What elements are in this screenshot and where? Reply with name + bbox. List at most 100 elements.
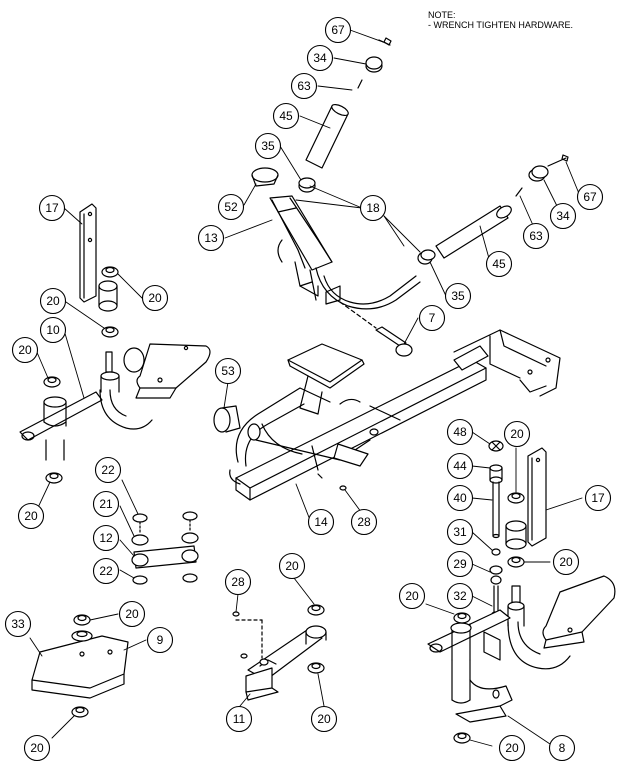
callout-label: 22 — [99, 564, 113, 578]
callout-label: 34 — [313, 51, 327, 65]
bearing-20-crank-bottom — [307, 662, 325, 674]
callout-c35b: 35 — [444, 282, 472, 310]
bearing-20-plate-bottom — [71, 706, 89, 718]
callout-c10: 10 — [39, 316, 67, 344]
callout-label: 53 — [221, 364, 235, 378]
callout-label: 28 — [357, 515, 371, 529]
callout-label: 21 — [99, 497, 113, 511]
callout-c40: 40 — [446, 484, 474, 512]
callout-c31: 31 — [446, 518, 474, 546]
callout-label: 40 — [453, 491, 467, 505]
callout-label: 32 — [453, 589, 467, 603]
bushing-44 — [489, 464, 503, 484]
note-text: - WRENCH TIGHTEN HARDWARE. — [428, 20, 573, 30]
callout-c45a: 45 — [272, 102, 300, 130]
callout-c22b: 22 — [92, 557, 120, 585]
callout-label: 20 — [405, 589, 419, 603]
callout-label: 20 — [148, 291, 162, 305]
callout-c17a: 17 — [38, 194, 66, 222]
callout-c63a: 63 — [290, 72, 318, 100]
callout-label: 67 — [583, 190, 597, 204]
note-heading: NOTE: — [428, 10, 456, 20]
pedal-arm-10 — [19, 343, 211, 461]
callout-c33: 33 — [4, 610, 32, 638]
callout-label: 29 — [453, 557, 467, 571]
callout-label: 11 — [233, 712, 246, 726]
link-12 — [131, 511, 199, 585]
callout-label: 14 — [314, 515, 328, 529]
callout-label: 34 — [556, 209, 570, 223]
callout-label: 48 — [453, 425, 467, 439]
callout-label: 45 — [279, 109, 293, 123]
leaders-plate — [29, 613, 147, 739]
callout-c45b: 45 — [485, 250, 513, 278]
leaders-crank — [235, 577, 325, 707]
callout-label: 63 — [529, 229, 543, 243]
callout-label: 20 — [24, 509, 38, 523]
pedal-knob-53 — [213, 405, 241, 433]
callout-c28a: 28 — [350, 508, 378, 536]
callout-c22a: 22 — [94, 456, 122, 484]
leaders-left — [33, 207, 143, 517]
main-frame-14 — [229, 329, 561, 501]
bearing-20-left-bottom — [45, 472, 63, 484]
callout-c14: 14 — [307, 508, 335, 536]
callout-c20a: 20 — [141, 284, 169, 312]
callout-c67a: 67 — [324, 16, 352, 44]
nut-29 — [489, 565, 503, 585]
callout-label: 20 — [285, 559, 299, 573]
callout-c20g: 20 — [398, 582, 426, 610]
callout-c52: 52 — [217, 193, 245, 221]
callout-c63b: 63 — [522, 222, 550, 250]
bearing-20-left-side — [43, 376, 61, 388]
note-block: NOTE: - WRENCH TIGHTEN HARDWARE. — [428, 10, 573, 30]
callout-c32: 32 — [446, 582, 474, 610]
spacer-63-top — [357, 79, 363, 89]
callout-c20j: 20 — [118, 600, 146, 628]
callout-c67b: 67 — [576, 183, 604, 211]
bearing-20-crank-top — [307, 604, 325, 616]
bearing-20-left-mid — [101, 326, 119, 338]
handlebar-bend — [315, 267, 421, 310]
bushing-right — [505, 520, 527, 550]
callout-c18: 18 — [359, 194, 387, 222]
pedal-strap-17-right — [527, 447, 547, 547]
callout-label: 52 — [224, 200, 238, 214]
pedal-arm-8 — [427, 575, 616, 723]
pedal-strap-17-left — [79, 203, 97, 303]
callout-c8: 8 — [548, 734, 576, 762]
callout-label: 20 — [125, 607, 139, 621]
seat-knob-52 — [251, 167, 279, 187]
callout-label: 8 — [559, 741, 566, 755]
bearing-20-right-side — [453, 612, 471, 624]
callout-c21: 21 — [92, 490, 120, 518]
end-cap-34-right — [528, 154, 569, 182]
callout-label: 35 — [261, 139, 275, 153]
spacer-63-right — [515, 187, 523, 197]
callout-label: 20 — [505, 741, 519, 755]
callout-label: 63 — [297, 79, 311, 93]
leaders-top — [224, 29, 581, 345]
callout-label: 33 — [11, 617, 25, 631]
callout-label: 44 — [453, 459, 467, 473]
grip-washer-35-top — [298, 177, 316, 193]
callout-c9: 9 — [146, 626, 174, 654]
screw-28-center — [339, 485, 347, 491]
seat-post-13 — [269, 195, 341, 305]
leaders-right — [425, 431, 583, 747]
callout-label: 12 — [99, 531, 113, 545]
shaft-40 — [492, 481, 500, 539]
callout-label: 45 — [492, 257, 506, 271]
callout-c48: 48 — [446, 418, 474, 446]
callout-label: 28 — [231, 575, 245, 589]
callout-label: 10 — [46, 323, 60, 337]
crank-arm-11 — [235, 619, 327, 701]
callout-label: 35 — [451, 289, 465, 303]
foot-plate-9 — [31, 630, 129, 699]
callout-label: 20 — [30, 741, 44, 755]
callout-c11: 11 — [225, 705, 253, 733]
bushing-left — [98, 280, 118, 312]
callout-label: 20 — [46, 294, 60, 308]
